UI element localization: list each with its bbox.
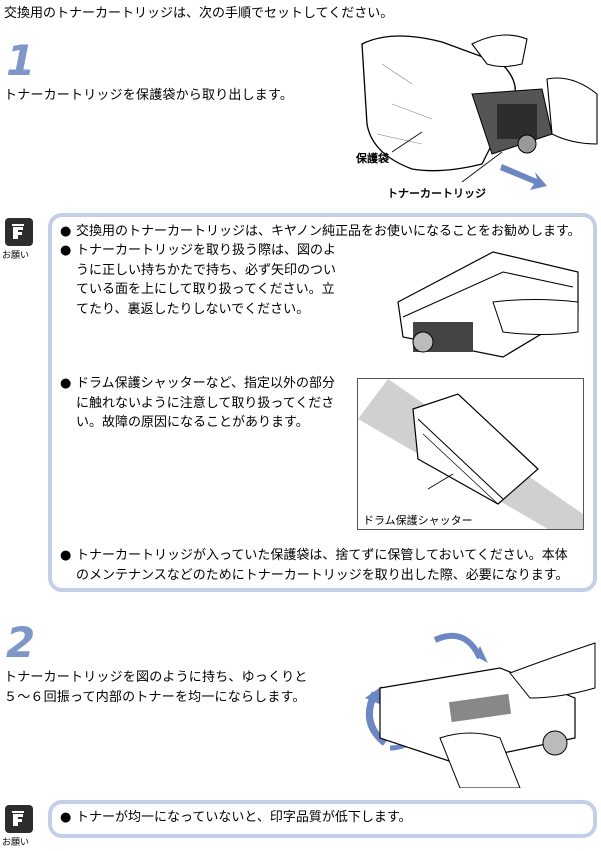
bag-label: 保護袋 — [356, 152, 389, 165]
hand-icon — [5, 805, 33, 833]
note-label: お願い — [2, 251, 30, 261]
note-label: お願い — [2, 838, 30, 848]
note1-bullet-3: ●ドラム保護シャッターなど、指定以外の部分 に触れないように注意して取り扱ってく… — [60, 376, 335, 430]
note1-bullet-1: ●交換用のトナーカートリッジは、キヤノン純正品をお使いになることをお勧めします。 — [60, 224, 581, 239]
step-1-text: トナーカートリッジを保護袋から取り出します。 — [4, 88, 294, 103]
cartridge-label: トナーカートリッジ — [387, 187, 486, 200]
note1-bullet-4: ●トナーカートリッジが入っていた保護袋は、捨てずに保管しておいてください。本体 … — [60, 548, 569, 583]
note-icon-1: お願い — [2, 218, 38, 261]
intro-text: 交換用のトナーカートリッジは、次の手順でセットしてください。 — [4, 6, 394, 21]
cartridge-handling-illustration — [397, 251, 579, 358]
drum-shutter-label: ドラム保護シャッター — [363, 514, 473, 527]
note1-bullet-2: ●トナーカートリッジを取り扱う際は、図のよ うに正しい持ちかたで持ち、必ず矢印の… — [60, 243, 337, 317]
note-panel-2 — [48, 800, 597, 838]
step-1-number: 1 — [6, 36, 36, 85]
bag-removal-illustration — [361, 34, 598, 190]
hand-icon — [5, 218, 33, 246]
drum-shutter-illustration — [357, 378, 584, 530]
step-2-number: 2 — [6, 618, 36, 667]
note-icon-2: お願い — [2, 805, 38, 848]
step-2-text: トナーカートリッジを図のように持ち、ゆっくりと ５～６回振って内部のトナーを均一… — [4, 670, 308, 705]
note2-bullet: ●トナーが均一になっていないと、印字品質が低下します。 — [60, 810, 412, 825]
shake-cartridge-illustration — [365, 632, 596, 788]
